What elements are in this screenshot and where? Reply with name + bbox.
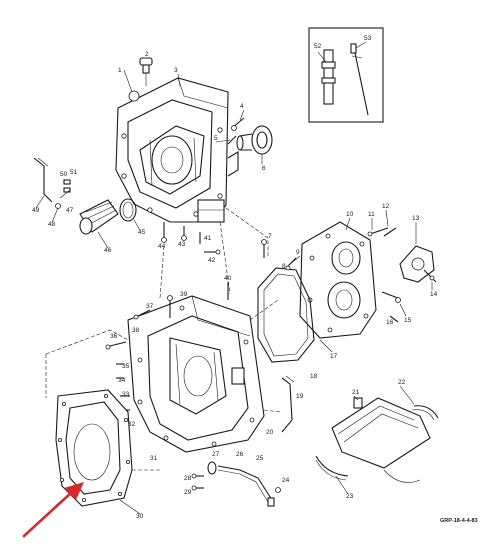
callout-34: 34	[118, 377, 126, 384]
callout-10: 10	[346, 211, 354, 218]
callout-17: 17	[330, 353, 338, 360]
callout-50: 50	[60, 171, 68, 178]
arrow-head	[64, 482, 84, 500]
callout-11: 11	[368, 211, 375, 218]
callout-44: 44	[158, 243, 166, 250]
callout-26: 26	[236, 451, 244, 458]
breather-cap	[139, 57, 153, 86]
callout-52: 52	[314, 43, 322, 50]
dipstick-handle	[350, 43, 357, 54]
callout-8: 8	[282, 263, 286, 270]
callout-33: 33	[122, 391, 130, 398]
callout-35: 35	[122, 363, 130, 370]
front-gasket	[55, 389, 133, 507]
callout-49: 49	[32, 207, 40, 214]
callout-38: 38	[132, 327, 140, 334]
callout-5: 5	[214, 135, 218, 142]
callout-42: 42	[208, 257, 216, 264]
callout-46: 46	[104, 247, 112, 254]
callout-47: 47	[66, 207, 74, 214]
callout-30: 30	[136, 513, 144, 520]
callout-9: 9	[296, 249, 300, 256]
callout-24: 24	[282, 477, 290, 484]
main-transmission-housing	[127, 295, 265, 453]
callout-27: 27	[212, 451, 220, 458]
callout-23: 23	[346, 493, 354, 500]
callout-39: 39	[180, 291, 188, 298]
gasket-bolts	[261, 239, 399, 323]
housing-side-fasteners	[105, 282, 229, 413]
figure-code: GRP-18-4-4-83	[440, 518, 478, 524]
callout-43: 43	[178, 241, 186, 248]
callout-51: 51	[70, 169, 78, 176]
callout-53: 53	[364, 35, 372, 42]
callout-14: 14	[430, 291, 438, 298]
callout-3: 3	[174, 67, 178, 74]
callout-25: 25	[256, 455, 264, 462]
seal-adapter	[236, 125, 273, 155]
lower-housing-fasteners	[161, 222, 221, 255]
callout-20: 20	[266, 429, 274, 436]
callout-2: 2	[145, 51, 149, 58]
arrow-shaft	[22, 490, 74, 538]
callout-48: 48	[48, 221, 56, 228]
callout-29: 29	[184, 489, 192, 496]
leader-lines	[35, 41, 433, 515]
transfer-cover-plate	[299, 221, 377, 339]
callout-13: 13	[412, 215, 420, 222]
assembly-guide-lines-bottom	[45, 299, 281, 471]
red-pointer-arrow	[22, 482, 84, 538]
oil-screen-assembly	[33, 157, 137, 235]
callout-1: 1	[118, 67, 122, 74]
callout-7: 7	[268, 233, 272, 240]
callout-45: 45	[138, 229, 146, 236]
pump-cover	[399, 245, 437, 283]
cover-gasket	[257, 267, 315, 363]
callout-19: 19	[296, 393, 304, 400]
callout-40: 40	[224, 275, 232, 282]
flywheel-housing	[115, 77, 239, 223]
housing-fasteners	[227, 117, 245, 145]
dipstick-tube	[323, 49, 334, 105]
callout-18: 18	[310, 373, 318, 380]
cover-bolts	[367, 227, 401, 303]
callout-16: 16	[386, 319, 394, 326]
callout-6: 6	[262, 165, 266, 172]
dipstick-rod	[354, 52, 369, 116]
callout-15: 15	[404, 317, 412, 324]
callout-36: 36	[110, 333, 118, 340]
oil-return-pipe	[207, 375, 295, 507]
callout-37: 37	[146, 303, 154, 310]
callout-28: 28	[184, 475, 192, 482]
callout-41: 41	[204, 235, 212, 242]
bottom-fasteners	[191, 473, 281, 493]
callout-12: 12	[382, 203, 390, 210]
callout-31: 31	[150, 455, 158, 462]
callout-21: 21	[352, 389, 360, 396]
callout-32: 32	[128, 421, 136, 428]
callout-labels: 1 2 3 4 5 6 7 8 9 10 11 12 13 14 15 16 1…	[32, 35, 438, 520]
callout-4: 4	[240, 103, 244, 110]
callout-22: 22	[398, 379, 406, 386]
inset-dipstick-box	[308, 27, 384, 123]
clutch-shield-assembly	[315, 397, 439, 483]
